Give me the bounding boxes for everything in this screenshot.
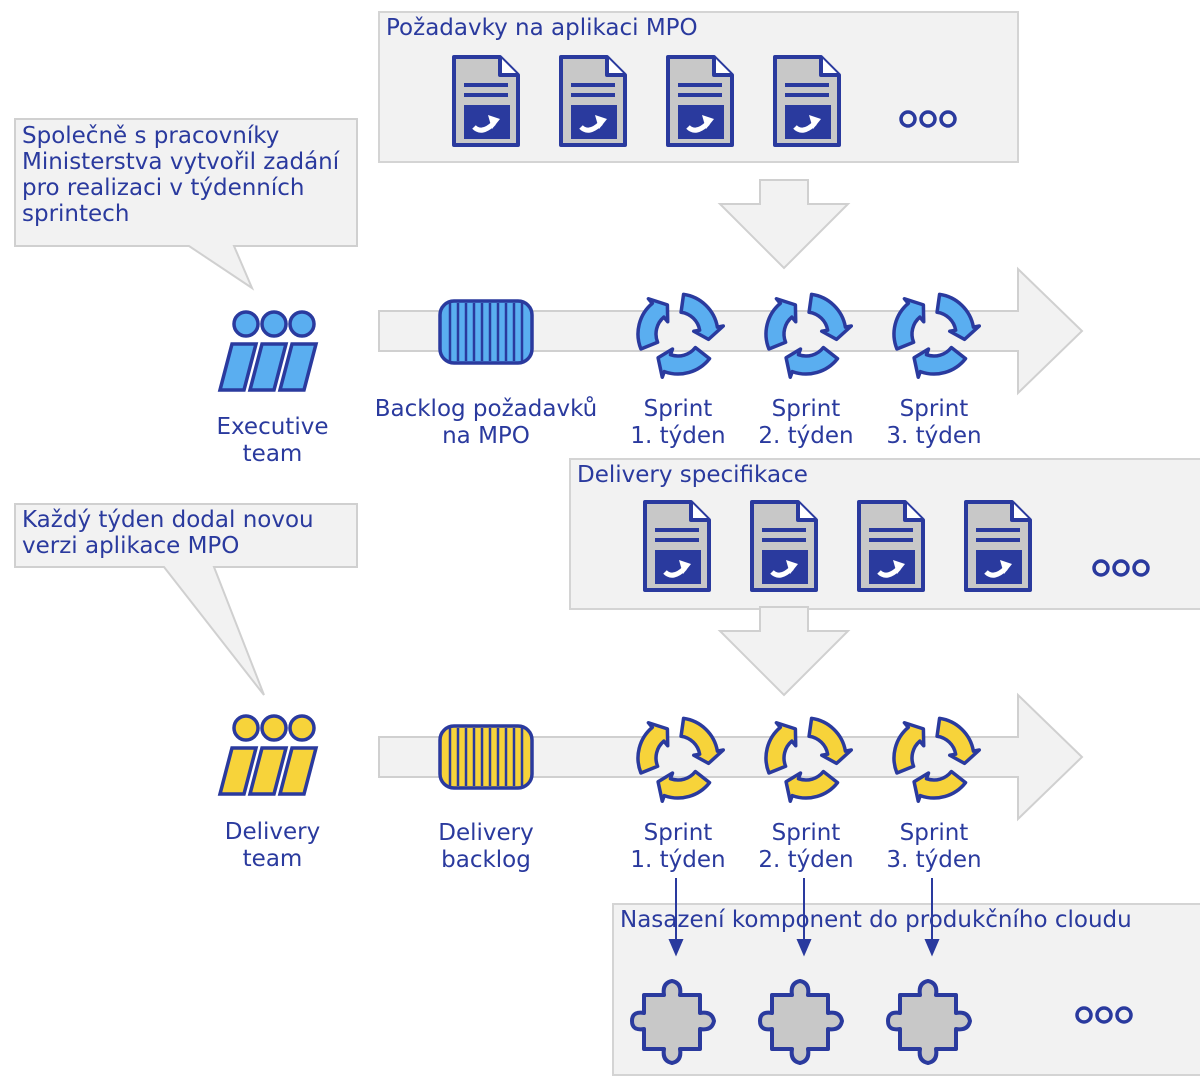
sprint-label-line: 3. týden xyxy=(886,423,982,449)
delivery-spec-panel: Delivery specifikace xyxy=(569,458,1200,610)
down-arrow xyxy=(717,179,851,270)
cycle-arrow-segment xyxy=(636,721,670,775)
cycle-arrow-segment xyxy=(784,345,840,379)
executive-backlog-label-line: Backlog požadavků xyxy=(374,396,598,422)
executive-backlog-label-line: na MPO xyxy=(442,423,530,449)
sprint-label-line: Sprint xyxy=(771,820,841,846)
callout-top-line: Ministerstva vytvořil zadání xyxy=(22,149,340,175)
cycle-arrow-segment xyxy=(679,716,726,766)
delivery-backlog-label: Delivery backlog xyxy=(406,820,566,874)
cycle-arrow-segment xyxy=(636,297,670,351)
delivery-team-label-line: Delivery xyxy=(224,819,321,845)
document-refresh-icon xyxy=(641,500,713,592)
sprint-cycle-icon xyxy=(764,292,854,379)
cycle-arrow-segment xyxy=(784,769,840,803)
deploy-panel-title: Nasazení komponent do produkčního cloudu xyxy=(620,907,1132,933)
sprint-label-line: 2. týden xyxy=(758,423,854,449)
cycle-arrow-segment xyxy=(935,292,982,342)
team-icon-delivery xyxy=(217,714,319,796)
callout-top xyxy=(14,118,358,291)
delivery-sprint-2-label: Sprint 2. týden xyxy=(746,820,866,874)
cycle-arrow-segment xyxy=(912,345,968,379)
executive-team-label: Executive team xyxy=(210,414,335,468)
callout-bottom xyxy=(14,503,358,696)
sprint-label-line: 1. týden xyxy=(630,423,726,449)
sprint-cycle-icon xyxy=(892,292,982,379)
deploy-pointer-arrows xyxy=(668,878,940,957)
cycle-arrow-segment xyxy=(764,297,798,351)
cycle-arrow-segment xyxy=(807,292,854,342)
team-icon-executive xyxy=(217,310,319,392)
callout-top-line: pro realizaci v týdenních xyxy=(22,175,305,201)
cycle-arrow-segment xyxy=(679,292,726,342)
callout-bottom-line: Každý týden dodal novou xyxy=(22,507,314,533)
document-refresh-icon xyxy=(450,55,522,147)
cycle-arrow-segment xyxy=(656,345,712,379)
sprint-cycle-icon xyxy=(892,716,982,803)
document-refresh-icon xyxy=(748,500,820,592)
document-refresh-icon xyxy=(557,55,629,147)
ellipsis-icon xyxy=(899,110,957,128)
callout-top-line: sprintech xyxy=(22,201,130,227)
delivery-backlog-label-line: backlog xyxy=(441,847,531,873)
delivery-spec-panel-title: Delivery specifikace xyxy=(577,462,808,488)
document-refresh-icon xyxy=(771,55,843,147)
sprint-label-line: Sprint xyxy=(643,820,713,846)
callout-bottom-line: verzi aplikace MPO xyxy=(22,533,240,559)
deploy-panel: Nasazení komponent do produkčního cloudu xyxy=(612,903,1200,1076)
delivery-team-label: Delivery team xyxy=(210,819,335,873)
cycle-arrow-segment xyxy=(892,297,926,351)
executive-sprint-1-label: Sprint 1. týden xyxy=(618,396,738,450)
callout-top-text: Společně s pracovníky Ministerstva vytvo… xyxy=(22,123,339,227)
sprint-label-line: Sprint xyxy=(899,396,969,422)
ellipsis-icon xyxy=(1092,559,1150,577)
down-arrow xyxy=(717,606,851,697)
cycle-arrow-segment xyxy=(892,721,926,775)
cycle-arrow-segment xyxy=(764,721,798,775)
document-refresh-icon xyxy=(664,55,736,147)
sprint-label-line: 2. týden xyxy=(758,847,854,873)
puzzle-piece-icon xyxy=(886,979,972,1065)
delivery-sprint-1-label: Sprint 1. týden xyxy=(618,820,738,874)
requirements-panel: Požadavky na aplikaci MPO xyxy=(378,11,1019,163)
puzzle-piece-icon xyxy=(630,979,716,1065)
delivery-backlog-label-line: Delivery xyxy=(438,820,534,846)
ellipsis-icon xyxy=(1075,1006,1133,1024)
sprint-cycle-icon xyxy=(636,292,726,379)
executive-team-label-line: team xyxy=(242,441,303,467)
delivery-sprint-3-label: Sprint 3. týden xyxy=(874,820,994,874)
delivery-team-label-line: team xyxy=(242,846,303,872)
cycle-arrow-segment xyxy=(912,769,968,803)
cycle-arrow-segment xyxy=(935,716,982,766)
executive-sprint-2-label: Sprint 2. týden xyxy=(746,396,866,450)
sprint-label-line: 3. týden xyxy=(886,847,982,873)
sprint-label-line: 1. týden xyxy=(630,847,726,873)
puzzle-piece-icon xyxy=(758,979,844,1065)
sprint-label-line: Sprint xyxy=(899,820,969,846)
callout-top-line: Společně s pracovníky xyxy=(22,123,280,149)
sprint-label-line: Sprint xyxy=(643,396,713,422)
callout-bottom-text: Každý týden dodal novou verzi aplikace M… xyxy=(22,507,314,559)
cycle-arrow-segment xyxy=(807,716,854,766)
document-refresh-icon xyxy=(855,500,927,592)
executive-backlog-label: Backlog požadavků na MPO xyxy=(366,396,606,450)
sprint-label-line: Sprint xyxy=(771,396,841,422)
cycle-arrow-segment xyxy=(656,769,712,803)
executive-sprint-3-label: Sprint 3. týden xyxy=(874,396,994,450)
executive-team-label-line: Executive xyxy=(216,414,329,440)
document-refresh-icon xyxy=(962,500,1034,592)
sprint-cycle-icon xyxy=(764,716,854,803)
backlog-icon-delivery xyxy=(438,724,534,790)
backlog-icon-executive xyxy=(438,299,534,365)
requirements-panel-title: Požadavky na aplikaci MPO xyxy=(386,15,698,41)
sprint-cycle-icon xyxy=(636,716,726,803)
